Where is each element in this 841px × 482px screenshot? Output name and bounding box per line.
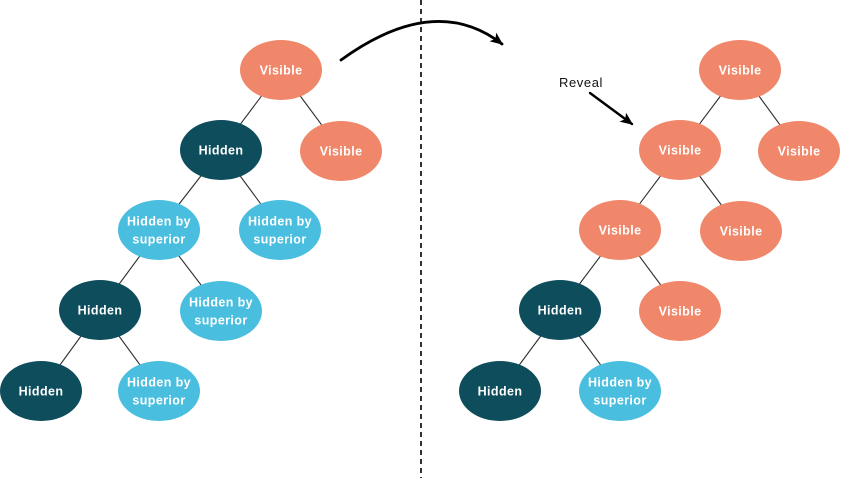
tree-node-ellipse [700,201,782,261]
tree-node-visible: Visible [300,121,382,181]
tree-node-visible: Visible [639,120,721,180]
tree-node-hidden: Hidden [519,280,601,340]
tree-node-ellipse [239,200,321,260]
tree-node-visible: Visible [699,40,781,100]
tree-node-visible: Visible [700,201,782,261]
tree-node-ellipse [300,121,382,181]
transform-arrow-icon [339,20,504,62]
tree-node-label: Visible [659,305,702,319]
tree-node-label: Visible [260,64,303,78]
tree-node-label: Visible [720,225,763,239]
tree-node-hidden: Hidden [180,120,262,180]
tree-node-ellipse [180,120,262,180]
tree-node-hidden: Hidden [59,280,141,340]
tree-node-ellipse [519,280,601,340]
tree-node-ellipse [579,200,661,260]
tree-node-label: Hidden [19,385,64,399]
reveal-annotation: Reveal [559,75,634,126]
tree-node-ellipse [59,280,141,340]
tree-node-visible: Visible [579,200,661,260]
tree-node-ellipse [579,361,661,421]
tree-node-ellipse [758,121,840,181]
tree-node-label: Visible [659,144,702,158]
tree-node-ellipse [118,200,200,260]
tree-node-label: Hidden [78,304,123,318]
tree-node-ellipse [0,361,82,421]
tree-node-label: Hidden [478,385,523,399]
reveal-annotation-label: Reveal [559,75,603,90]
tree-node-ellipse [459,361,541,421]
tree-node-label: Visible [778,145,821,159]
tree-node-ellipse [639,120,721,180]
tree-node-label: Visible [320,145,363,159]
tree-node-label: Visible [599,224,642,238]
tree-node-ellipse [180,281,262,341]
tree-node-ellipse [639,281,721,341]
tree-node-label: Hidden [199,144,244,158]
tree-node-visible: Visible [240,40,322,100]
tree-node-ellipse [699,40,781,100]
tree-node-hidden: Hidden [459,361,541,421]
tree-node-visible: Visible [639,281,721,341]
tree-node-label: Hidden [538,304,583,318]
tree-node-hidden: Hidden [0,361,82,421]
tree-node-label: Visible [719,64,762,78]
reveal-arrow-icon [588,91,634,126]
tree-node-visible: Visible [758,121,840,181]
tree-node-ellipse [240,40,322,100]
tree-node-ellipse [118,361,200,421]
